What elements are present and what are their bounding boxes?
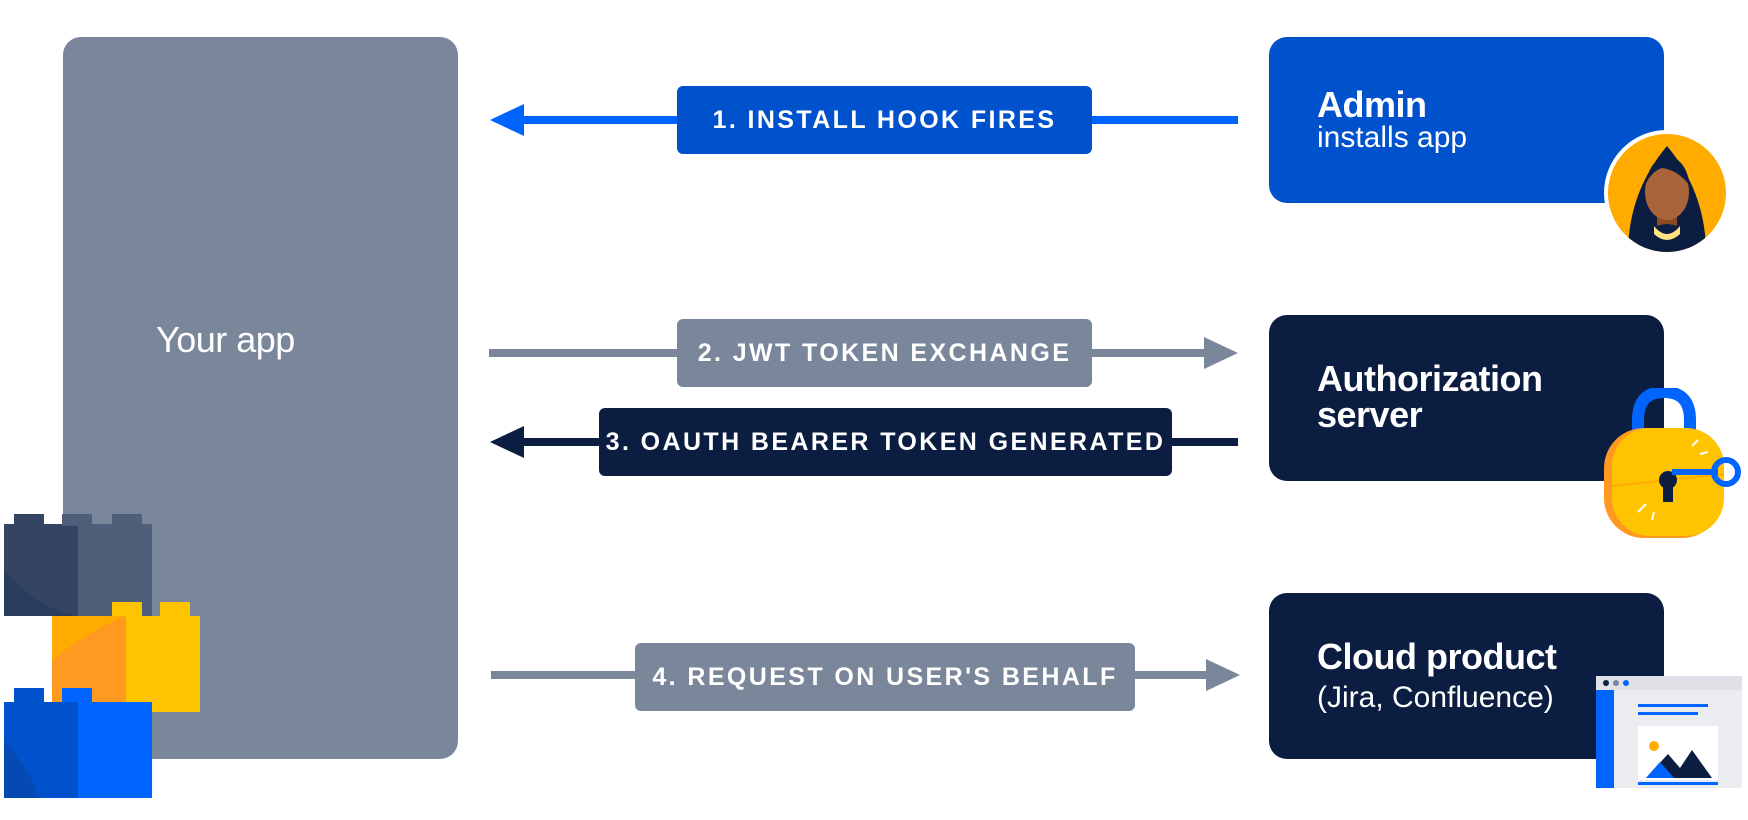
- cloud-product-title: Cloud product: [1317, 636, 1557, 677]
- padlock-key-icon: [1604, 388, 1741, 538]
- step-2-arrowhead-icon: [1204, 337, 1238, 369]
- auth-server-title-line1: Authorization: [1317, 358, 1543, 399]
- auth-server-title-line2: server: [1317, 394, 1423, 435]
- admin-subtitle: installs app: [1317, 121, 1468, 154]
- step-3-label: 3. OAUTH BEARER TOKEN GENERATED: [599, 408, 1172, 476]
- auth-server-box: Authorization server: [1269, 315, 1664, 481]
- cloud-product-subtitle: (Jira, Confluence): [1317, 681, 1554, 714]
- admin-title: Admin: [1317, 84, 1427, 125]
- step-2-label: 2. JWT TOKEN EXCHANGE: [677, 319, 1092, 387]
- admin-box: Admin installs app: [1269, 37, 1664, 203]
- step-4-label: 4. REQUEST ON USER'S BEHALF: [635, 643, 1135, 711]
- step-3-arrowhead-icon: [490, 426, 524, 458]
- step-4-arrowhead-icon: [1206, 659, 1240, 691]
- admin-avatar-icon: [1604, 130, 1730, 256]
- lego-bricks-icon: [4, 514, 200, 798]
- step-1-label: 1. INSTALL HOOK FIRES: [677, 86, 1092, 154]
- step-1-arrowhead-icon: [490, 104, 524, 136]
- browser-window-icon: [1596, 676, 1742, 788]
- your-app-label: Your app: [156, 319, 295, 360]
